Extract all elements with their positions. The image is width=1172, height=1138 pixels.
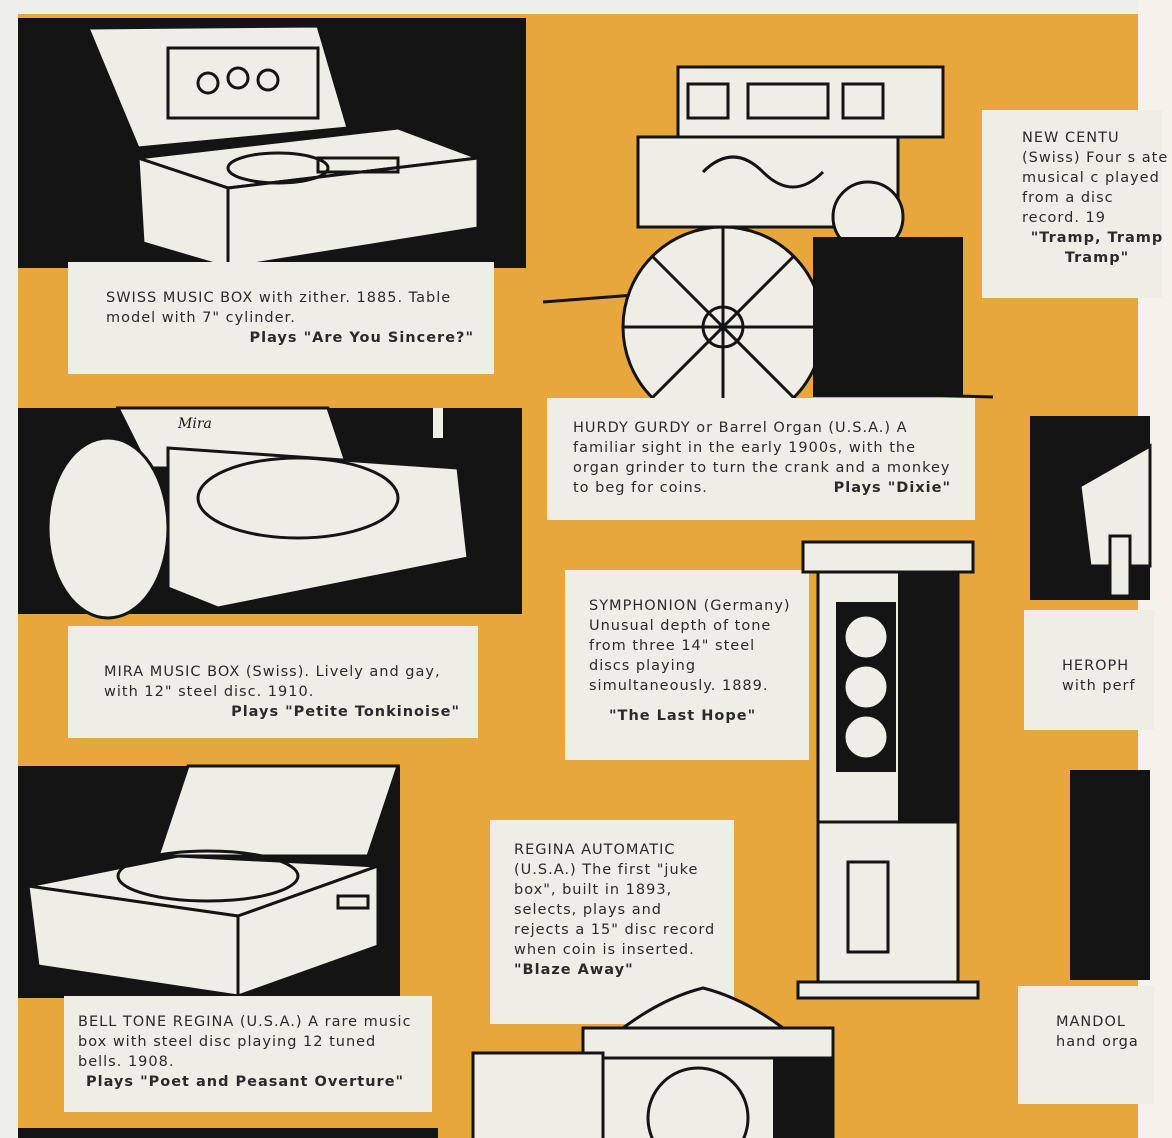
bottom-panel-fragment bbox=[18, 1128, 438, 1138]
regina-automatic-illustration bbox=[471, 986, 835, 1138]
swiss-music-box-caption: SWISS MUSIC BOX with zither. 1885. Table… bbox=[68, 262, 494, 374]
herophon-panel bbox=[1030, 416, 1152, 600]
symphonion-illustration bbox=[796, 540, 980, 1000]
new-century-plays: "Tramp, Tramp Tramp" bbox=[1030, 230, 1164, 266]
mira-music-box-illustration: Mira bbox=[46, 406, 470, 620]
new-century-description: NEW CENTU (Swiss) Four s ate musical c p… bbox=[1022, 130, 1169, 226]
hurdy-gurdy-illustration bbox=[542, 65, 994, 429]
bell-tone-regina-panel bbox=[18, 764, 401, 999]
regina-automatic-caption: REGINA AUTOMATIC (U.S.A.) The first "juk… bbox=[490, 820, 734, 1024]
swiss-music-box-description: SWISS MUSIC BOX with zither. 1885. Table… bbox=[106, 290, 452, 326]
mandolin-caption: MANDOL hand orga bbox=[1018, 986, 1154, 1104]
top-border bbox=[0, 0, 1138, 14]
herophon-illustration bbox=[1078, 443, 1152, 598]
hurdy-gurdy-caption: HURDY GURDY or Barrel Organ (U.S.A.) A f… bbox=[547, 398, 975, 520]
bell-tone-regina-illustration bbox=[26, 764, 401, 999]
mira-music-box-description: MIRA MUSIC BOX (Swiss). Lively and gay, … bbox=[104, 664, 441, 700]
mira-lid-label: Mira bbox=[177, 416, 212, 432]
swiss-music-box-plays: Plays "Are You Sincere?" bbox=[249, 330, 474, 346]
hurdy-gurdy-plays: Plays "Dixie" bbox=[833, 480, 951, 496]
swiss-music-box-illustration bbox=[85, 24, 480, 271]
mandolin-panel bbox=[1070, 770, 1150, 980]
herophon-caption: HEROPH with perf bbox=[1024, 610, 1154, 730]
bell-tone-regina-description: BELL TONE REGINA (U.S.A.) A rare music b… bbox=[78, 1014, 412, 1070]
herophon-description: HEROPH with perf bbox=[1062, 658, 1136, 694]
symphonion-caption: SYMPHONION (Germany) Unusual depth of to… bbox=[565, 570, 809, 760]
symphonion-plays: "The Last Hope" bbox=[609, 708, 757, 724]
symphonion-description: SYMPHONION (Germany) Unusual depth of to… bbox=[589, 598, 791, 694]
poster-sheet: SWISS MUSIC BOX with zither. 1885. Table… bbox=[18, 14, 1167, 1138]
bell-tone-regina-caption: BELL TONE REGINA (U.S.A.) A rare music b… bbox=[64, 996, 432, 1112]
regina-automatic-description: REGINA AUTOMATIC (U.S.A.) The first "juk… bbox=[514, 842, 716, 958]
new-century-caption: NEW CENTU (Swiss) Four s ate musical c p… bbox=[982, 110, 1167, 298]
regina-automatic-plays: "Blaze Away" bbox=[514, 962, 634, 978]
bell-tone-regina-plays: Plays "Poet and Peasant Overture" bbox=[86, 1074, 405, 1090]
mira-music-box-plays: Plays "Petite Tonkinoise" bbox=[231, 704, 460, 720]
left-border bbox=[0, 0, 18, 1138]
mira-music-box-panel: Mira bbox=[18, 406, 522, 620]
mandolin-description: MANDOL hand orga bbox=[1056, 1014, 1139, 1050]
mira-music-box-caption: MIRA MUSIC BOX (Swiss). Lively and gay, … bbox=[68, 626, 478, 738]
hurdy-gurdy-description: HURDY GURDY or Barrel Organ (U.S.A.) A f… bbox=[573, 420, 951, 496]
swiss-music-box-panel bbox=[18, 18, 526, 271]
